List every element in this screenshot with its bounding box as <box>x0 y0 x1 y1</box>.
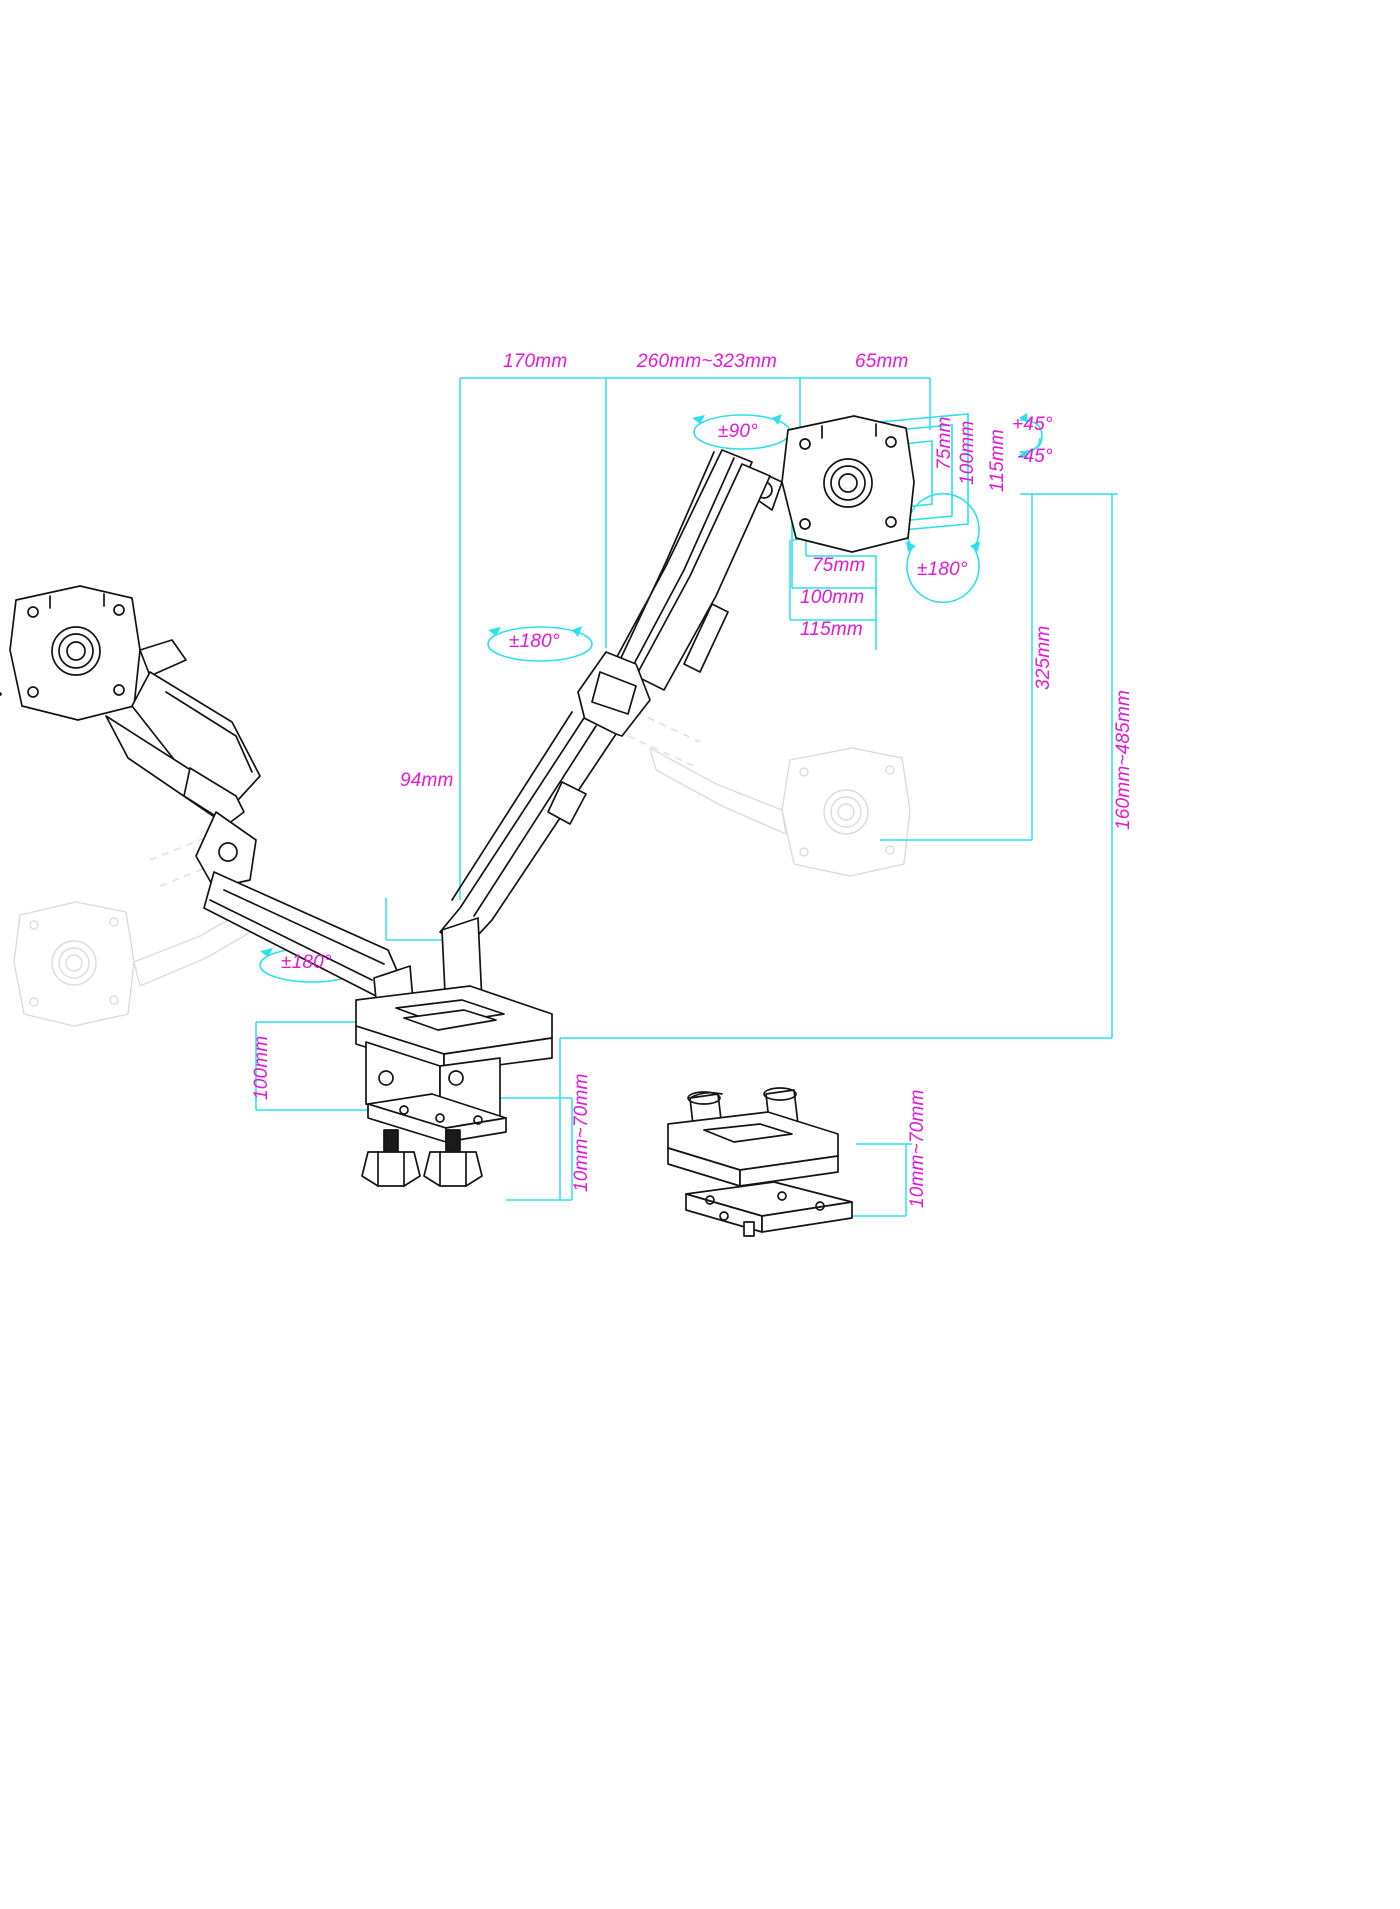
desk-clamp-base <box>355 985 553 1187</box>
dimension-label-clamp-left-10-70mm: 10mm~70mm <box>571 1073 592 1192</box>
dimension-label-vesa-v-75mm: 75mm <box>934 416 955 470</box>
dimension-label-vesa-h-75mm: 75mm <box>812 555 866 576</box>
product-outline <box>0 415 915 1237</box>
right-vesa-head <box>781 415 915 553</box>
rotation-label-base: ±180° <box>281 952 332 973</box>
dimension-label-base-100mm: 100mm <box>251 1035 272 1100</box>
dimension-label-65mm: 65mm <box>855 351 909 372</box>
dimension-label-170mm: 170mm <box>503 351 568 372</box>
ghost-assembly-right <box>627 711 911 877</box>
dimension-label-325mm: 325mm <box>1033 625 1054 690</box>
dimension-label-160-485mm: 160mm~485mm <box>1113 689 1134 830</box>
dimension-label-vesa-h-115mm: 115mm <box>800 619 863 640</box>
dimension-lines <box>255 377 1118 1217</box>
left-vesa-head <box>9 585 141 721</box>
dimension-label-vesa-h-100mm: 100mm <box>800 587 865 608</box>
rotation-label-elbow: ±180° <box>509 631 560 652</box>
dimension-label-260-323mm: 260mm~323mm <box>637 351 778 372</box>
tilt-label-down: -45° <box>1017 446 1053 467</box>
grommet-base-detail <box>667 1087 853 1237</box>
rotation-label-head-pan: ±90° <box>718 421 758 442</box>
dimension-label-clamp-right-10-70mm: 10mm~70mm <box>907 1089 928 1208</box>
dimension-label-94mm: 94mm <box>400 770 454 791</box>
tilt-label-up: +45° <box>1012 414 1053 435</box>
rotation-label-head-rotate: ±180° <box>917 559 968 580</box>
dimension-label-vesa-v-100mm: 100mm <box>957 420 978 485</box>
dimension-label-vesa-v-115mm: 115mm <box>987 429 1008 492</box>
